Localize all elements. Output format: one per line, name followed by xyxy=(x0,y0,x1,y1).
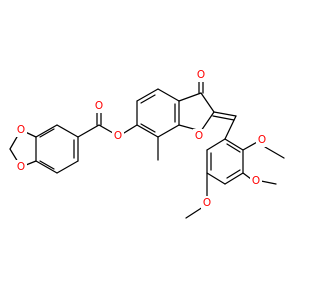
bond xyxy=(35,124,58,138)
aromatic-bond xyxy=(226,169,241,179)
aromatic-bond xyxy=(140,94,156,104)
exocyclic-alkene xyxy=(212,111,237,140)
molecule-svg: O O O O O O O O O xyxy=(9,68,285,219)
bond xyxy=(206,172,226,185)
oxygen-labels: O O O O O O O O O xyxy=(15,68,268,210)
ester-group xyxy=(77,111,138,138)
bond xyxy=(213,111,237,117)
atom-o-ester-link: O xyxy=(114,130,122,142)
aromatic-bond xyxy=(140,123,156,133)
furanone-ring xyxy=(178,80,215,132)
bond xyxy=(157,124,180,138)
bond xyxy=(35,160,58,174)
aromatic-bond xyxy=(39,160,55,170)
bond xyxy=(178,92,202,102)
atom-o-methoxy-upper: O xyxy=(258,134,266,146)
benzofuranone-benzene xyxy=(136,88,180,161)
atom-o-methoxy-middle: O xyxy=(252,175,260,187)
bond xyxy=(224,172,244,185)
atom-o-ketone: O xyxy=(197,69,205,81)
atom-o-dioxole-bottom: O xyxy=(17,161,25,173)
bond xyxy=(224,115,237,140)
atom-o-ester-carbonyl: O xyxy=(95,100,103,112)
atom-o-dioxole-top: O xyxy=(17,124,25,136)
atom-o-methoxy-lower: O xyxy=(203,197,211,209)
bond xyxy=(206,138,226,151)
double-bond xyxy=(212,115,235,121)
bond xyxy=(136,88,159,102)
bond xyxy=(200,111,215,132)
bond xyxy=(77,124,100,138)
bond xyxy=(123,124,138,134)
bond xyxy=(242,172,252,180)
aromatic-bond xyxy=(39,128,55,138)
bond xyxy=(56,124,79,138)
trimethoxyphenyl-ring xyxy=(185,138,285,219)
aromatic-bond xyxy=(226,143,241,153)
methyl-bond xyxy=(260,180,277,185)
bond xyxy=(224,138,244,151)
bond xyxy=(157,88,180,102)
bond xyxy=(136,124,159,138)
molecule-structure-diagram: O O O O O O O O O xyxy=(9,68,285,219)
bond xyxy=(98,124,114,134)
methyl-bond xyxy=(264,146,285,159)
atom-o-furan: O xyxy=(195,130,203,142)
bond xyxy=(56,160,79,174)
methyl-bond xyxy=(185,206,204,219)
bond xyxy=(200,92,215,113)
